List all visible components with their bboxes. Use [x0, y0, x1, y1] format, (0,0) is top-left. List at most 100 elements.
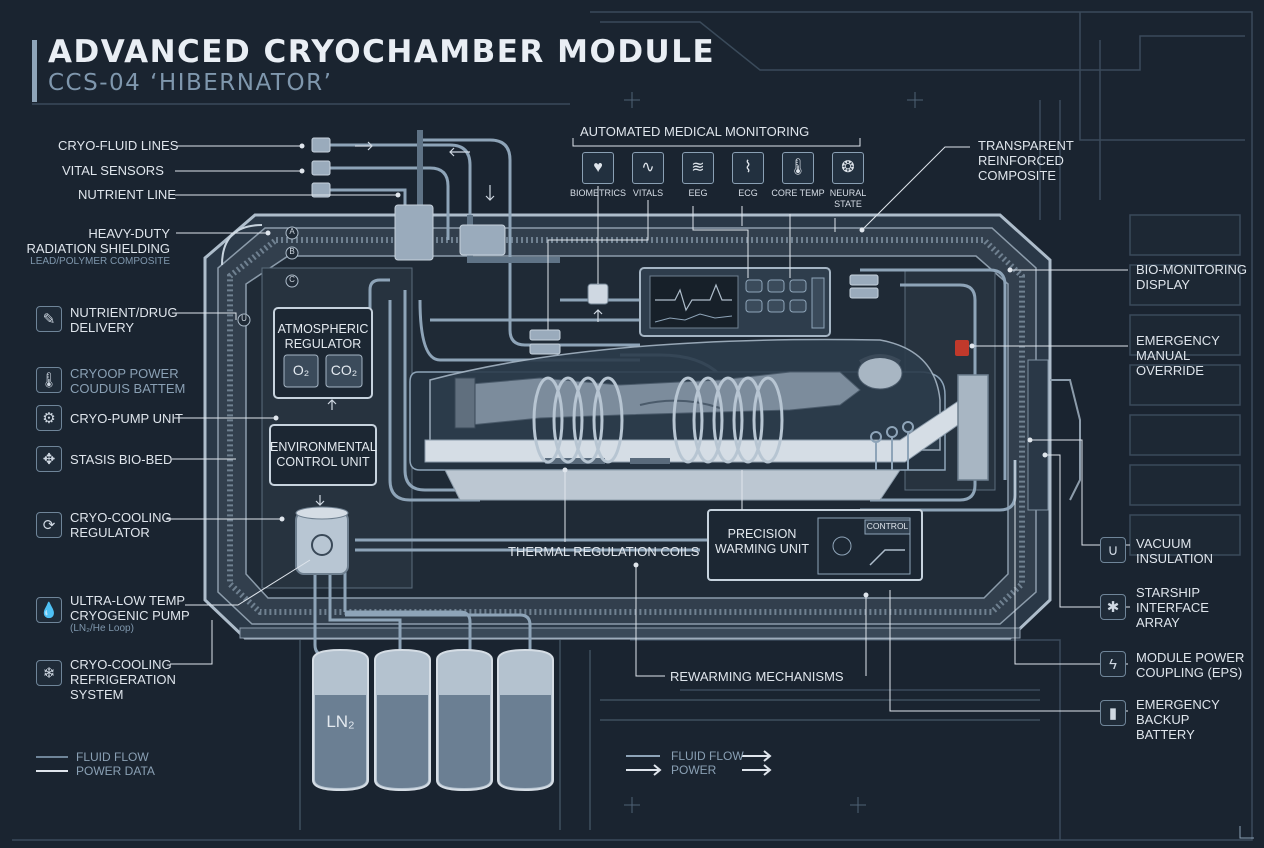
interface-line2: INTERFACE — [1136, 600, 1209, 615]
cooling-regulator-line2: REGULATOR — [70, 525, 150, 540]
cooling-regulator-line1: CRYO-COOLING — [70, 510, 172, 525]
brain-icon: ❂ — [832, 152, 864, 184]
cryoop-line2: COUDUIS BATTEM — [70, 381, 186, 396]
interface-array-icon: ✱ — [1100, 594, 1126, 620]
ecg-icon: ⌇ — [732, 152, 764, 184]
callout-emergency-override: EMERGENCY MANUAL OVERRIDE — [1136, 333, 1220, 378]
flow-arrows — [315, 141, 603, 506]
display-line1: BIO-MONITORING — [1136, 262, 1247, 277]
nutrient-drug-line1: NUTRIENT/DRUG — [70, 305, 178, 320]
gear-icon: ⚙ — [36, 405, 62, 431]
atmo-line1: ATMOSPHERIC — [277, 322, 369, 336]
pump-sub-label: (LN₂/He Loop) — [70, 623, 134, 634]
atmospheric-regulator-box — [273, 307, 373, 399]
base-structure — [299, 640, 1040, 830]
battery-line1: EMERGENCY — [1136, 697, 1220, 712]
background-panels — [12, 11, 1253, 841]
monitoring-icons: ♥BIOMETRICS∿ VITALS ≋ EEG ⌇ ECG 🌡CORE TEMP❂ NEU… — [568, 152, 868, 212]
callout-cryoop-power: CRYOOP POWER COUDUIS BATTEM — [70, 366, 185, 396]
callout-starship-interface: STARSHIP INTERFACE ARRAY — [1136, 585, 1209, 630]
shield-tags — [237, 226, 299, 327]
override-line1: EMERGENCY — [1136, 333, 1220, 348]
callout-bio-monitoring-display: BIO-MONITORING DISPLAY — [1136, 262, 1247, 292]
legend-left-fluid-flow: FLUID FLOW — [76, 750, 149, 764]
composite-line1: TRANSPARENT — [978, 138, 1074, 153]
environmental-control-label: ENVIRONMENTAL CONTROL UNIT — [270, 440, 377, 470]
shield-tag-b: B — [289, 247, 295, 256]
monitoring-item: ♥BIOMETRICS — [568, 152, 628, 199]
shielding-label-line2: RADIATION SHIELDING — [26, 241, 170, 256]
refrig-line1: CRYO-COOLING — [70, 657, 172, 672]
bio-monitoring-display-graphic — [587, 267, 831, 337]
vacuum-line2: INSULATION — [1136, 551, 1214, 566]
leader-dots — [265, 143, 1048, 598]
callout-cryo-fluid-lines: CRYO-FLUID LINES — [58, 138, 179, 153]
composite-line2: REINFORCED — [978, 153, 1064, 168]
monitoring-title: AUTOMATED MEDICAL MONITORING — [580, 124, 810, 139]
interface-line1: STARSHIP — [1136, 585, 1201, 600]
monitoring-item: ⌇ ECG — [718, 152, 778, 199]
monitoring-item-label: EEG — [688, 188, 708, 198]
warming-unit-label: PRECISION WARMING UNIT — [710, 527, 814, 557]
cryo-pump-graphic — [295, 506, 349, 575]
shielding-label-line1: HEAVY-DUTY — [88, 226, 170, 241]
shielding-sub-label: LEAD/POLYMER COMPOSITE — [30, 256, 170, 267]
warm-line2: WARMING UNIT — [715, 542, 809, 556]
coupling-line2: COUPLING (EPS) — [1136, 665, 1243, 680]
stasis-bed-graphic — [409, 338, 966, 501]
snowflake-icon: ❄ — [36, 660, 62, 686]
control-label: CONTROL — [866, 521, 909, 531]
callout-radiation-shielding: HEAVY-DUTY RADIATION SHIELDING LEAD/POLY… — [20, 226, 170, 267]
syringe-icon: ✎ — [36, 306, 62, 332]
override-line3: OVERRIDE — [1136, 363, 1204, 378]
atmospheric-regulator-label: ATMOSPHERIC REGULATOR — [274, 322, 372, 352]
shield-tag-a: A — [289, 227, 295, 236]
pipe-flanges — [311, 137, 879, 355]
battery-icon: ▮ — [1100, 700, 1126, 726]
thermometer-icon: 🌡 — [36, 367, 62, 393]
monitoring-item-label: VITALS — [632, 188, 664, 198]
pump-line2: CRYOGENIC PUMP — [70, 608, 190, 623]
callout-vacuum-insulation: VACUUM INSULATION — [1136, 536, 1213, 566]
battery-line3: BATTERY — [1136, 727, 1195, 742]
callout-transparent-composite: TRANSPARENT REINFORCED COMPOSITE — [978, 138, 1074, 183]
callout-cryogenic-pump: ULTRA-LOW TEMP CRYOGENIC PUMP (LN₂/He Lo… — [70, 593, 190, 634]
legend-center-power: POWER — [671, 763, 717, 777]
callout-nutrient-line: NUTRIENT LINE — [78, 187, 176, 202]
monitoring-item: ❂ NEURAL STATE — [818, 152, 878, 210]
callout-cooling-regulator: CRYO-COOLING REGULATOR — [70, 510, 172, 540]
callout-backup-battery: EMERGENCY BACKUP BATTERY — [1136, 697, 1220, 742]
corner-mark — [1239, 826, 1254, 839]
ln2-tank-label: LN₂ — [326, 712, 355, 731]
title-accent-bar — [32, 40, 37, 102]
callout-vital-sensors: VITAL SENSORS — [62, 163, 164, 178]
co2-sensor-label: CO₂ — [330, 362, 358, 378]
monitoring-item: ∿ VITALS — [618, 152, 678, 199]
warm-line1: PRECISION — [727, 527, 797, 541]
page-title: ADVANCED CRYOCHAMBER MODULE — [48, 34, 716, 70]
display-line2: DISPLAY — [1136, 277, 1190, 292]
legend-left-power-data: POWER DATA — [76, 764, 155, 778]
refrig-line2: REFRIGERATION — [70, 672, 176, 687]
battery-line2: BACKUP — [1136, 712, 1190, 727]
cryoop-line1: CRYOOP POWER — [70, 366, 179, 381]
nutrient-drug-line2: DELIVERY — [70, 320, 135, 335]
monitoring-item: 🌡CORE TEMP — [768, 152, 828, 199]
monitoring-item-label: ECG — [738, 188, 758, 198]
legend-center-fluid-flow: FLUID FLOW — [671, 749, 744, 763]
waveform-icon: ∿ — [632, 152, 664, 184]
crosshair-marks — [624, 92, 923, 813]
composite-line3: COMPOSITE — [978, 168, 1057, 183]
o2-sensor-label: O₂ — [292, 362, 310, 378]
override-line2: MANUAL — [1136, 348, 1191, 363]
page-subtitle: CCS-04 ‘HIBERNATOR’ — [48, 70, 333, 96]
callout-refrigeration-system: CRYO-COOLING REFRIGERATION SYSTEM — [70, 657, 176, 702]
env-line2: CONTROL UNIT — [276, 455, 370, 469]
callout-stasis-bio-bed: STASIS BIO-BED — [70, 452, 173, 467]
lightning-icon: ϟ — [1100, 651, 1126, 677]
callout-nutrient-drug: NUTRIENT/DRUG DELIVERY — [70, 305, 178, 335]
eeg-icon: ≋ — [682, 152, 714, 184]
thermal-regulation-coils-label: THERMAL REGULATION COILS — [508, 544, 700, 559]
monitoring-item-label: NEURAL STATE — [829, 188, 867, 209]
